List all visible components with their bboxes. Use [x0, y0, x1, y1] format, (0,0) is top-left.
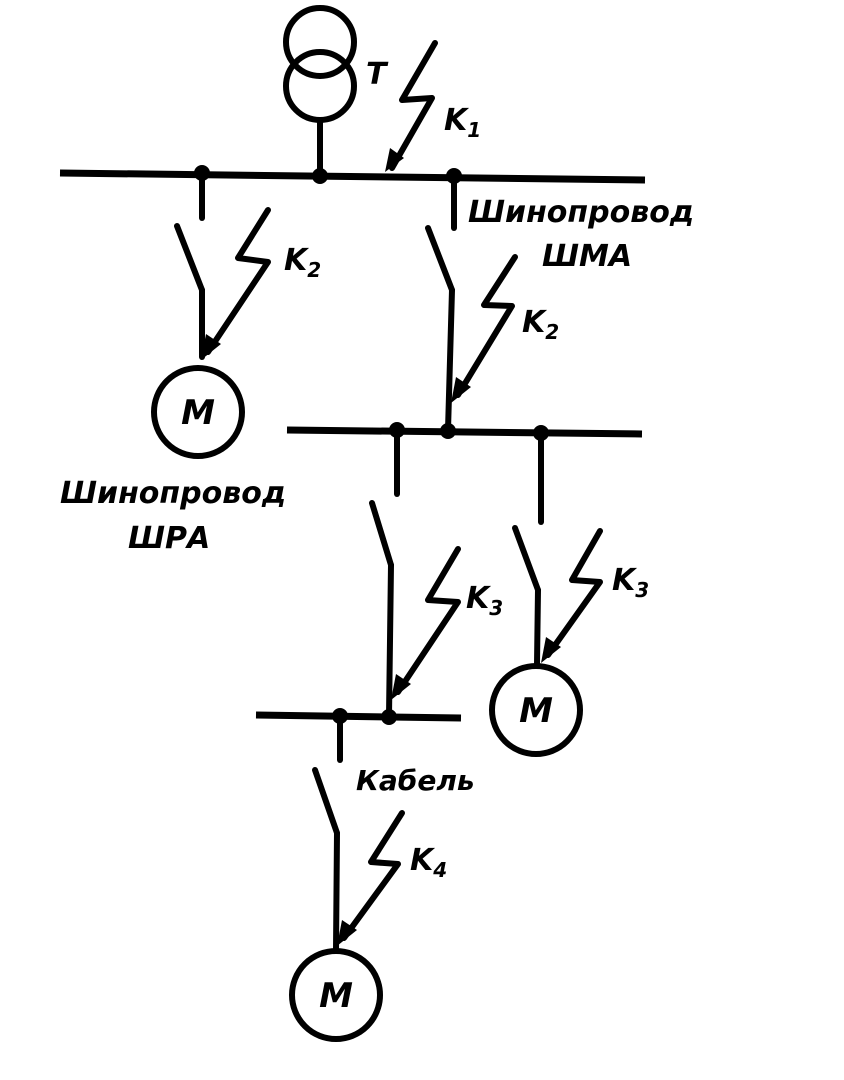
- breaker-left: [174, 223, 205, 293]
- motor-1: M: [151, 365, 245, 459]
- fault-arrow-k4: [337, 810, 405, 946]
- motor-1-label: M: [181, 393, 215, 433]
- main-busbar: [59, 169, 646, 184]
- cable-line: [333, 830, 340, 953]
- fault-arrow-k3-right: [541, 528, 603, 663]
- fault-label-k3-right: K3: [612, 563, 649, 602]
- tertiary-busbar: [255, 711, 462, 722]
- branch-a-line: [386, 562, 394, 719]
- secondary-busbar: [286, 426, 643, 438]
- junction-dot: [440, 423, 456, 439]
- fault-arrow-k2-right: [451, 254, 518, 403]
- breaker-cable: [312, 767, 340, 836]
- motor-2: M: [489, 663, 583, 757]
- breaker-branch-b: [512, 525, 541, 593]
- transformer-winding-secondary: [283, 49, 357, 123]
- branch-b-line: [534, 587, 541, 667]
- fault-arrow-k1: [385, 40, 438, 172]
- breaker-branch-a: [369, 500, 394, 568]
- fault-arrow-k2-left: [201, 207, 271, 360]
- cable-label: Кабель: [356, 764, 475, 797]
- busway-sha-label-line1: Шинопровод: [468, 195, 694, 230]
- busway-shra-label-line1: Шинопровод: [60, 476, 286, 511]
- fault-label-k2-right: K2: [522, 305, 559, 344]
- breaker-right: [425, 225, 455, 293]
- transformer-winding-primary: [283, 5, 357, 79]
- motor-3: M: [289, 948, 383, 1042]
- junction-dot: [381, 709, 397, 725]
- junction-dot: [312, 168, 328, 184]
- fault-label-k4: K4: [410, 843, 447, 882]
- motor-3-label: M: [319, 976, 353, 1016]
- motor-2-label: M: [519, 691, 553, 731]
- busway-sha-label-line2: ШМА: [542, 239, 632, 274]
- fault-label-k3-left: K3: [466, 581, 503, 620]
- transformer: T: [283, 5, 389, 178]
- fault-arrow-k3-left: [391, 546, 461, 700]
- feeder-right-line: [445, 287, 455, 433]
- fault-label-k2-left: K2: [284, 243, 321, 282]
- fault-label-k1: K1: [444, 103, 481, 142]
- busway-shra-label-line2: ШРА: [128, 521, 210, 556]
- transformer-label: T: [366, 57, 389, 92]
